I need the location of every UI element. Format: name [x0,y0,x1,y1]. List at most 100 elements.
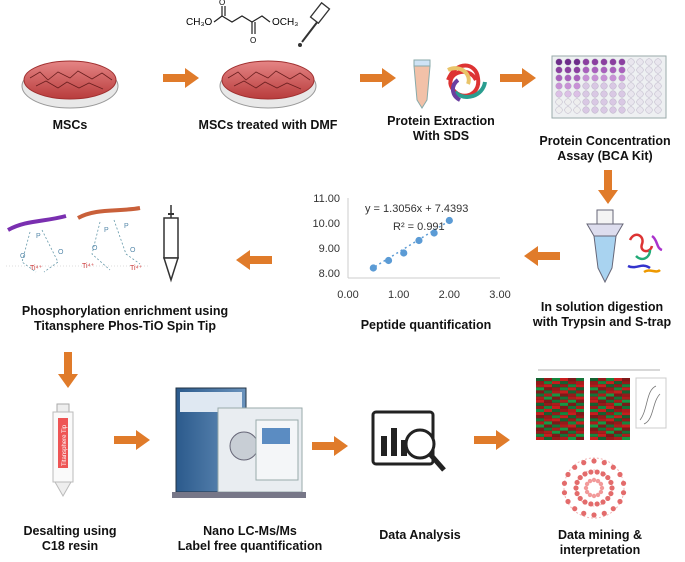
heatmap-cell [590,418,598,422]
plate-well [618,74,626,82]
plate-well [600,90,608,98]
heatmap-cell [606,436,614,440]
heatmap-cell [606,433,614,437]
heatmap-cell [598,409,606,413]
plate-well [582,58,590,66]
heatmap-cell [606,418,614,422]
heatmap-cell [560,409,568,413]
heatmap-cell [590,384,598,388]
plate-well [582,106,590,114]
chart-r2: R² = 0.991 [393,221,445,233]
chart-data-point [400,249,408,257]
network-node [605,495,611,502]
arrow-left-1 [524,246,560,266]
plate-well [645,98,653,106]
heatmap-cell [568,427,576,431]
heatmap-cell [544,409,552,413]
molecule-left-group: CH₃O [186,17,213,28]
network-node [598,481,604,487]
label-desalting-line1: Desalting using [23,524,117,538]
heatmap-cell [560,402,568,406]
plate-well [573,66,581,74]
label-mscs: MSCs [52,118,88,132]
heatmap-cell [576,402,584,406]
plate-well [582,82,590,90]
heatmap-cell [614,418,622,422]
arrow-down-2 [58,352,78,388]
plate-well [591,74,599,82]
heatmap-cell [576,415,584,419]
heatmap-cell [544,390,552,394]
plate-well [582,90,590,98]
heatmap-cell [544,424,552,428]
network-node [583,485,589,491]
heatmap-cell [598,433,606,437]
svg-text:O: O [219,0,225,7]
network-node [574,479,580,486]
plate-well [636,66,644,74]
chart-ytick-label: 8.00 [319,268,340,280]
heatmap-cell [606,430,614,434]
heatmap-cell [576,381,584,385]
svg-text:Ti⁴⁺: Ti⁴⁺ [30,265,43,272]
heatmap-cell [544,384,552,388]
heatmap-cell [622,390,630,394]
plate-well [555,74,563,82]
heatmap-cell [568,378,576,382]
plate-well [564,90,572,98]
network-node [600,499,606,505]
heatmap-cell [622,381,630,385]
heatmap-cell [560,427,568,431]
network-node [565,471,571,478]
plate-well [618,82,626,90]
label-bca: Protein Concentration Assay (BCA Kit) [530,134,680,164]
protein-structure-icon [446,63,487,102]
network-node [582,471,588,477]
network-node [608,490,614,497]
network-node [620,480,627,486]
heatmap-cell [576,436,584,440]
plate-well [609,66,617,74]
plate-well [555,98,563,106]
heatmap-cell [536,415,544,419]
heatmap-cell [560,415,568,419]
strap-tube-icon [586,209,624,284]
heatmap-cell [614,396,622,400]
svg-text:O: O [20,253,26,260]
heatmap-cell [590,402,598,406]
heatmap-cell [560,436,568,440]
heatmap-cell [606,393,614,397]
heatmap-cell [568,418,576,422]
plate-well [600,58,608,66]
heatmap-cell [544,427,552,431]
heatmap-cell [606,390,614,394]
plate-well [591,82,599,90]
network-node [574,490,580,497]
heatmap-cell [622,409,630,413]
network-node [591,493,597,499]
heatmap-cell [544,433,552,437]
heatmap-cell [552,424,560,428]
plate-well [627,74,635,82]
heatmap-cell [606,424,614,428]
heatmap-cell [622,393,630,397]
heatmap-cell [614,436,622,440]
plate-well [636,90,644,98]
network-node [588,501,594,507]
network-node [582,499,588,505]
plate-well [618,58,626,66]
heatmap-cell [614,433,622,437]
heatmap-cell [598,418,606,422]
heatmap-cell [606,378,614,382]
arrow-right-1 [163,68,199,88]
heatmap-cell [568,390,576,394]
heatmap-cell [622,433,630,437]
plate-well [573,82,581,90]
heatmap-cell [568,405,576,409]
heatmap-cell [590,433,598,437]
heatmap-cell [544,402,552,406]
plate-well [573,74,581,82]
heatmap-cell [606,384,614,388]
heatmap-cell [536,433,544,437]
